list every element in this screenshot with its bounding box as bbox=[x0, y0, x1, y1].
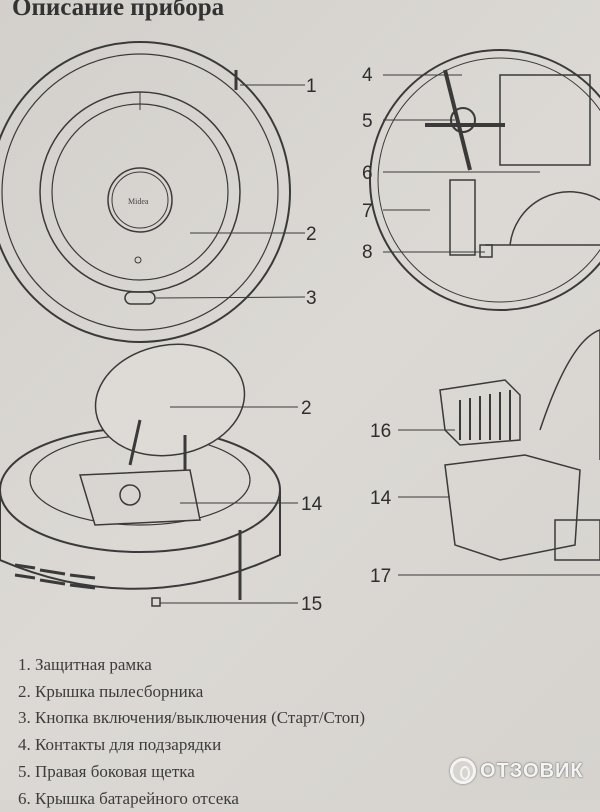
callout-1: 1 bbox=[306, 76, 317, 97]
robot-open-lid bbox=[0, 343, 298, 607]
callout-7: 7 bbox=[362, 201, 373, 222]
list-item: 1. Защитная рамка bbox=[18, 655, 152, 674]
callout-3: 3 bbox=[306, 288, 317, 309]
callout-14-right: 14 bbox=[370, 488, 392, 509]
callout-2-lid: 2 bbox=[301, 398, 312, 419]
otzovik-logo-icon bbox=[450, 758, 476, 784]
watermark-text: ОТЗОВИК bbox=[480, 759, 584, 782]
list-item: 2. Крышка пылесборника bbox=[18, 681, 204, 701]
list-item: 3. Кнопка включения/выключения (Старт/Ст… bbox=[18, 708, 366, 728]
callout-14-left: 14 bbox=[301, 494, 323, 515]
list-item: 4. Контакты для подзарядки bbox=[18, 735, 222, 755]
robot-top-view: Midea bbox=[0, 41, 306, 343]
callout-2: 2 bbox=[306, 224, 317, 245]
callout-16: 16 bbox=[370, 421, 391, 442]
page-title: Описание прибора bbox=[12, 0, 225, 21]
robot-bottom-view bbox=[369, 49, 600, 311]
watermark-logo: ОТЗОВИК bbox=[450, 758, 584, 784]
callout-6: 6 bbox=[362, 163, 373, 184]
callout-4: 4 bbox=[362, 65, 373, 86]
dustbin-parts bbox=[398, 329, 600, 576]
start-stop-button-drawing bbox=[124, 291, 156, 305]
callout-15: 15 bbox=[301, 594, 322, 615]
callout-5: 5 bbox=[362, 111, 373, 132]
list-item: 5. Правая боковая щетка bbox=[18, 761, 195, 781]
brand-logo: Midea bbox=[128, 197, 149, 206]
callout-17: 17 bbox=[370, 566, 391, 587]
parts-list: 1. Защитная рамка 2. Крышка пылесборника… bbox=[18, 652, 365, 812]
callout-8: 8 bbox=[362, 242, 373, 263]
list-item: 6. Крышка батарейного отсека bbox=[18, 788, 239, 808]
